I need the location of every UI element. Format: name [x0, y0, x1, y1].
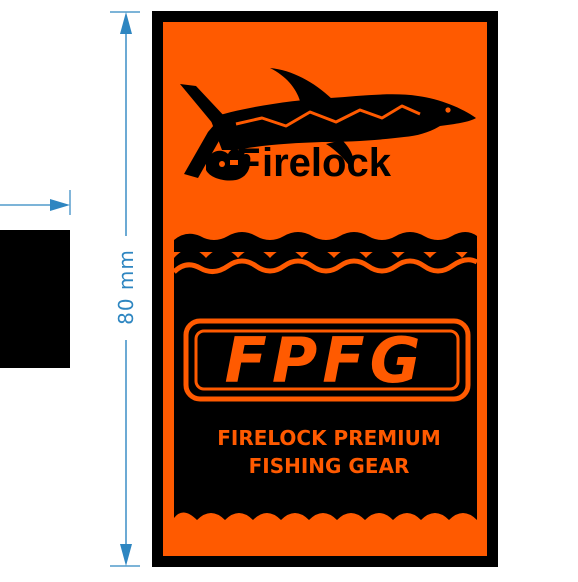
wave-line — [172, 257, 479, 274]
shark-icon — [180, 68, 476, 178]
monogram-frame-inner — [194, 329, 460, 391]
vertical-dimension-icon — [110, 11, 140, 567]
tagline-line-1: FIRELOCK PREMIUM — [217, 426, 441, 450]
flame-emblem-icon — [206, 148, 251, 181]
brand-first-letter: F — [236, 141, 261, 185]
sample-swatch — [0, 230, 70, 368]
dimension-label: 80 mm — [114, 249, 138, 325]
tagline-line-2: FISHING GEAR — [248, 454, 410, 478]
wave-band — [174, 246, 478, 520]
monogram-text: FPFG — [224, 324, 426, 397]
horizontal-arrow-icon — [0, 190, 71, 215]
wave-top — [174, 232, 477, 252]
monogram-frame — [183, 318, 471, 402]
brand-name: irelock — [262, 141, 391, 185]
